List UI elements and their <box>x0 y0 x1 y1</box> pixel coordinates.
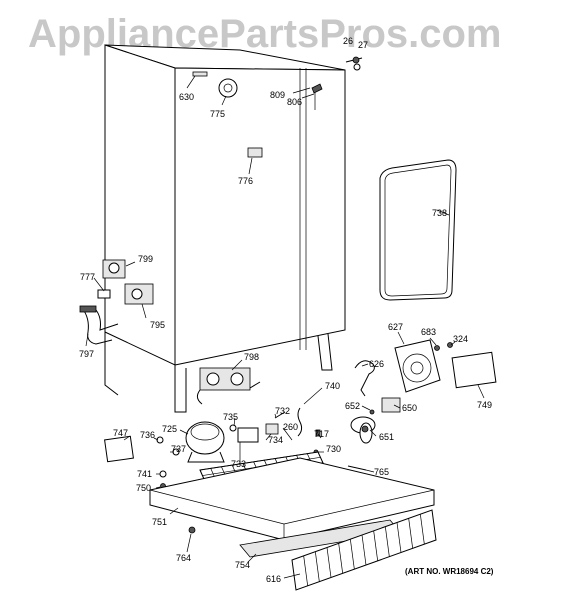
label-324: 324 <box>453 334 468 344</box>
label-809: 809 <box>270 90 285 100</box>
part-775 <box>218 78 238 98</box>
art-number: (ART NO. WR18694 C2) <box>405 567 494 576</box>
label-730: 730 <box>326 444 341 454</box>
part-806 <box>311 83 323 94</box>
part-734 <box>265 423 279 435</box>
label-764: 764 <box>176 553 191 563</box>
label-747: 747 <box>113 428 128 438</box>
label-717: 717 <box>314 429 329 439</box>
label-735: 735 <box>223 412 238 422</box>
label-754: 754 <box>235 560 250 570</box>
part-798-valve <box>196 367 261 405</box>
part-749 <box>451 351 497 389</box>
label-799: 799 <box>138 254 153 264</box>
cabinet-body <box>104 44 346 413</box>
part-324 <box>447 342 453 348</box>
label-683: 683 <box>421 327 436 337</box>
part-683 <box>434 345 440 351</box>
label-26: 26 <box>343 36 353 46</box>
label-733: 733 <box>231 459 246 469</box>
part-651-fan-blade <box>350 416 376 444</box>
label-797: 797 <box>79 349 94 359</box>
label-651: 651 <box>379 432 394 442</box>
label-777: 777 <box>80 272 95 282</box>
part-725-compressor <box>185 421 225 455</box>
label-27: 27 <box>358 40 368 50</box>
part-741 <box>159 470 167 478</box>
part-630 <box>192 71 208 77</box>
label-650: 650 <box>402 403 417 413</box>
label-737: 737 <box>171 444 186 454</box>
part-626 <box>354 360 375 397</box>
label-736: 736 <box>140 430 155 440</box>
part-26-27 <box>345 56 363 71</box>
part-732 <box>274 411 286 419</box>
label-750: 750 <box>136 483 151 493</box>
part-650 <box>381 397 401 413</box>
label-738: 738 <box>432 208 447 218</box>
label-732: 732 <box>275 406 290 416</box>
label-260: 260 <box>283 422 298 432</box>
label-775: 775 <box>210 109 225 119</box>
label-765: 765 <box>374 467 389 477</box>
label-616: 616 <box>266 574 281 584</box>
part-735 <box>229 424 237 432</box>
part-777 <box>97 289 111 299</box>
label-740: 740 <box>325 381 340 391</box>
part-717 <box>315 429 321 437</box>
part-labels: 26 27 630 775 809 806 776 738 799 777 79… <box>79 36 494 584</box>
label-798: 798 <box>244 352 259 362</box>
label-652: 652 <box>345 401 360 411</box>
part-736 <box>156 436 164 444</box>
label-725: 725 <box>162 424 177 434</box>
part-747 <box>104 435 134 463</box>
label-776: 776 <box>238 176 253 186</box>
part-751-base-pan <box>149 457 435 541</box>
label-751: 751 <box>152 517 167 527</box>
front-grille <box>239 509 437 591</box>
part-764 <box>188 526 196 534</box>
part-740 <box>297 407 303 437</box>
part-738-gasket <box>379 159 457 301</box>
label-626: 626 <box>369 359 384 369</box>
label-734: 734 <box>268 435 283 445</box>
water-valve-assembly <box>79 259 154 345</box>
condenser-fan-group <box>350 339 497 444</box>
leader-lines <box>85 75 485 579</box>
label-627: 627 <box>388 322 403 332</box>
part-765 <box>347 465 367 471</box>
label-749: 749 <box>477 400 492 410</box>
label-795: 795 <box>150 320 165 330</box>
label-806: 806 <box>287 97 302 107</box>
part-652 <box>369 409 375 415</box>
part-776 <box>247 147 263 158</box>
label-741: 741 <box>137 469 152 479</box>
part-733 <box>237 427 259 443</box>
label-630: 630 <box>179 92 194 102</box>
